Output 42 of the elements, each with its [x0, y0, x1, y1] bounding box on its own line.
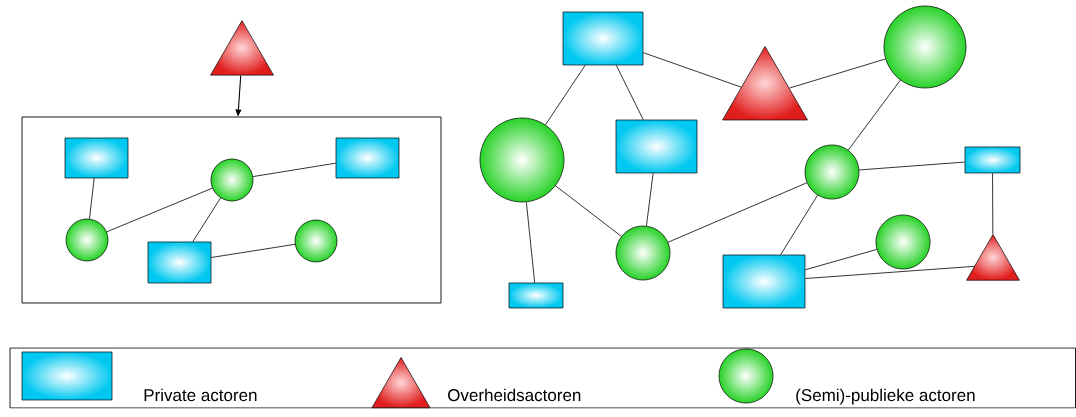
connector-line — [252, 162, 337, 177]
actor-circle — [479, 117, 565, 203]
connector-line — [210, 243, 296, 258]
connector-line — [804, 249, 878, 271]
actor-circle — [210, 158, 254, 202]
actor-triangle — [210, 20, 274, 76]
connector-line — [804, 265, 975, 279]
actor-circle — [804, 144, 860, 200]
connector-line — [780, 194, 818, 256]
connector-line — [545, 64, 586, 126]
connector-line — [192, 197, 221, 243]
legend-label: (Semi)-publieke actoren — [796, 388, 975, 405]
connector-line — [615, 64, 644, 121]
connector-line — [642, 52, 742, 88]
connector-line — [667, 182, 808, 243]
connector-line — [525, 201, 536, 284]
actor-rectangle — [64, 137, 129, 179]
actor-triangle — [966, 234, 1020, 281]
connector-line — [789, 58, 886, 89]
connector-line — [106, 187, 213, 233]
actor-rectangle — [508, 282, 564, 309]
actor-rectangle — [615, 119, 698, 174]
connector-line — [555, 185, 622, 237]
actor-rectangle — [147, 241, 212, 284]
legend-label: Private actoren — [144, 388, 257, 402]
connector-line — [992, 172, 994, 235]
actor-rectangle — [964, 146, 1021, 174]
actor-circle — [883, 5, 967, 89]
connector-line — [847, 79, 901, 151]
actor-rectangle — [335, 137, 400, 179]
actor-circle — [875, 214, 931, 270]
connector-line — [858, 161, 966, 171]
connector-line — [89, 177, 95, 220]
actor-circle — [615, 225, 671, 281]
actor-circle — [65, 218, 109, 262]
actor-rectangle — [562, 11, 644, 66]
group-frame — [21, 116, 442, 304]
actor-rectangle — [722, 254, 806, 309]
connector-line — [646, 172, 654, 227]
actor-circle — [294, 219, 338, 263]
legend-label: Overheidsactoren — [448, 388, 581, 402]
actor-triangle — [722, 46, 808, 121]
